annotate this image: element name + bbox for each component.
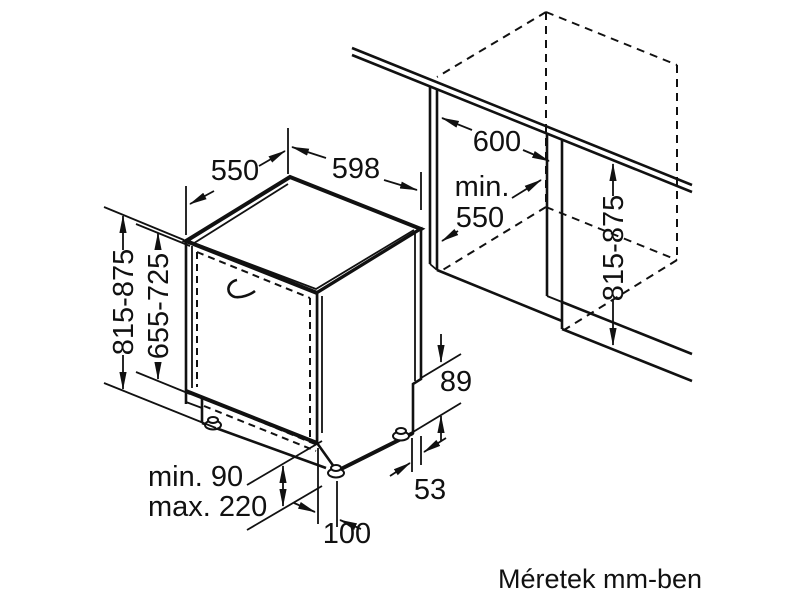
label-base-clearance-min: min. 90 <box>148 461 243 493</box>
dim-door-panel-height: 655-725 <box>135 223 191 395</box>
dim-niche-depth-min550: min. 550 <box>441 171 542 242</box>
door-handle-icon <box>227 278 256 299</box>
label-depth-550: 550 <box>211 155 259 187</box>
label-rear-notch-depth: 53 <box>414 474 446 506</box>
dim-foot-offset-100: 100 <box>293 448 371 550</box>
dim-niche-width-600: 600 <box>441 117 550 162</box>
niche-cube <box>436 11 678 331</box>
label-base-clearance-max: max. 220 <box>148 491 267 523</box>
dishwasher-side-face <box>315 226 423 473</box>
dim-niche-height: 815-875 <box>598 163 630 346</box>
niche-floor <box>436 268 563 323</box>
adjustable-foot-right <box>392 427 410 442</box>
dim-rear-notch-height-89: 89 <box>412 334 472 441</box>
label-niche-depth-value: 550 <box>456 202 504 234</box>
caption-units-note: Méretek mm-ben <box>498 564 702 594</box>
adjustable-foot-left <box>204 416 222 431</box>
dim-base-clearance: min. 90 max. 220 <box>148 440 323 531</box>
label-appliance-height: 815-875 <box>108 249 140 355</box>
dishwasher-body <box>181 174 426 479</box>
countertop <box>351 46 693 194</box>
label-niche-width: 600 <box>473 126 521 158</box>
dim-depth-550: 550 <box>185 128 289 235</box>
label-foot-offset: 100 <box>323 518 371 550</box>
label-niche-depth-prefix: min. <box>455 171 510 203</box>
niche-left-panel <box>428 86 439 271</box>
dim-appliance-height: 815-875 <box>103 206 217 429</box>
label-rear-notch-height: 89 <box>440 366 472 398</box>
label-width-598: 598 <box>332 153 380 185</box>
adjustable-foot-front <box>327 464 345 479</box>
base-board <box>561 300 693 383</box>
label-niche-height: 815-875 <box>598 195 630 301</box>
dim-rear-notch-depth-53: 53 <box>389 436 447 506</box>
niche-right-panel <box>545 134 564 329</box>
label-door-panel-height: 655-725 <box>143 253 175 359</box>
dim-width-598: 598 <box>291 146 422 210</box>
